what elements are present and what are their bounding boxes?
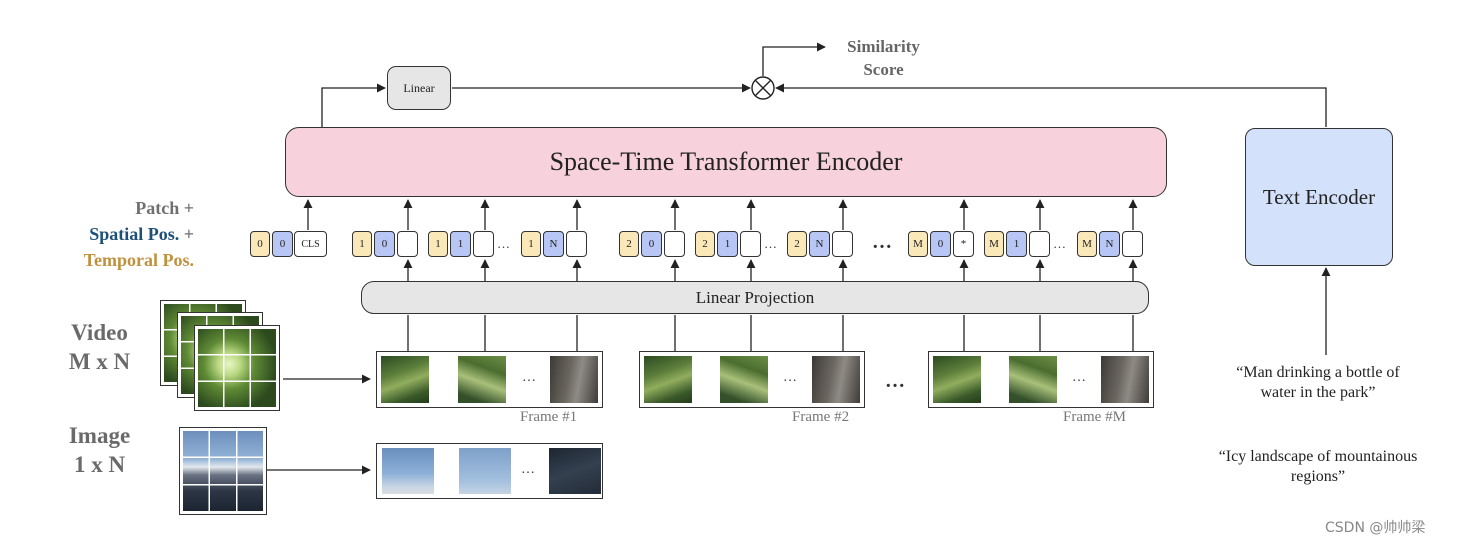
token-ellipsis: … [1053, 236, 1066, 251]
frame-strip-1: … [376, 351, 603, 408]
token-ellipsis: … [764, 236, 777, 251]
token-patch [740, 231, 761, 257]
video-frame-stack-front [194, 325, 280, 411]
frame-strip-2: … [639, 351, 865, 408]
space-time-transformer-encoder: Space-Time Transformer Encoder [285, 127, 1167, 197]
token-temporal: 2 [787, 231, 807, 257]
token-temporal: 2 [695, 231, 715, 257]
token-patch [1122, 231, 1143, 257]
image-input-grid [179, 427, 267, 515]
similarity-output-arrow [762, 42, 826, 76]
token-patch-marked: * [953, 231, 974, 257]
text-encoder: Text Encoder [1245, 128, 1393, 266]
encoder-to-linear-arrow [321, 83, 386, 127]
image-caption: “Icy landscape of mountainous regions” [1218, 448, 1418, 485]
token-groups-ellipsis: … [872, 231, 893, 253]
token-spatial: N [1099, 231, 1120, 257]
frame-strips-ellipsis: … [885, 370, 906, 392]
video-input-label: Video M x N [68, 320, 131, 374]
token-temporal: 1 [352, 231, 372, 257]
token-spatial: 1 [717, 231, 738, 257]
linear-head: Linear [387, 66, 451, 110]
cls-token: CLS [294, 231, 327, 257]
text-to-similarity-arrow [775, 83, 1327, 127]
token-temporal: M [984, 231, 1004, 257]
frame-2-label: Frame #2 [792, 409, 850, 425]
token-spatial: 1 [450, 231, 471, 257]
frame-1-label: Frame #1 [520, 409, 578, 425]
token-patch [397, 231, 418, 257]
token-spatial: N [809, 231, 830, 257]
legend-patch: Patch [135, 198, 180, 218]
token-ellipsis: … [497, 236, 510, 251]
token-temporal: M [1077, 231, 1097, 257]
token-spatial: 1 [1006, 231, 1027, 257]
cls-spatial-token: 0 [272, 231, 293, 257]
image-patch-strip: … [376, 443, 603, 499]
similarity-multiply-icon [751, 76, 775, 100]
token-temporal: 2 [619, 231, 639, 257]
linear-projection: Linear Projection [361, 281, 1149, 314]
legend-temporal-pos: Temporal Pos. [83, 250, 194, 270]
token-temporal: 1 [521, 231, 541, 257]
token-patch [566, 231, 587, 257]
frame-M-label: Frame #M [1063, 409, 1126, 425]
token-patch [832, 231, 853, 257]
frame-strip-M: … [928, 351, 1154, 408]
token-patch [664, 231, 685, 257]
token-spatial: 0 [930, 231, 951, 257]
token-patch [473, 231, 494, 257]
token-temporal: 1 [428, 231, 448, 257]
image-input-label: Image 1 x N [68, 423, 131, 477]
embedding-legend: Patch + Spatial Pos. + Temporal Pos. [83, 198, 194, 270]
token-spatial: 0 [374, 231, 395, 257]
token-spatial: 0 [641, 231, 662, 257]
legend-spatial-pos: Spatial Pos. [89, 224, 180, 244]
video-caption: “Man drinking a bottle of water in the p… [1236, 364, 1400, 401]
similarity-score-label: Similarity Score [847, 37, 920, 79]
token-spatial: N [543, 231, 564, 257]
watermark: CSDN @帅帅梁 [1325, 520, 1426, 536]
cls-temporal-token: 0 [250, 231, 270, 257]
token-temporal: M [908, 231, 928, 257]
token-patch [1029, 231, 1050, 257]
